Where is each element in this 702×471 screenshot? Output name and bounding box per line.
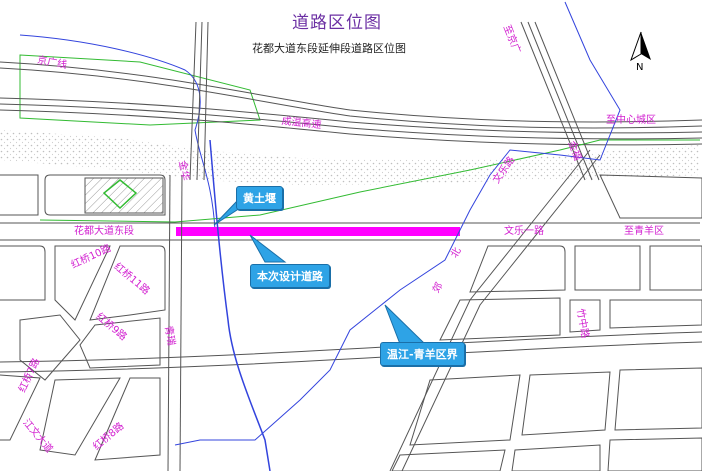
diagonal-road-east: [389, 149, 601, 471]
label-jinghua-donglu: 金华: [176, 159, 191, 182]
vertical-road-west: [167, 174, 183, 471]
city-blocks-west: [0, 174, 166, 461]
callout-huangtuyan: 黄土堰: [236, 186, 283, 210]
callout-pointer-project: [249, 234, 287, 263]
label-zhi-qingyang: 至青羊区: [624, 226, 664, 237]
expressway-lines: [0, 61, 702, 146]
river-bank-area: [0, 130, 700, 185]
city-blocks-east: [391, 174, 702, 471]
hatched-block: [84, 177, 164, 214]
project-road: [176, 227, 460, 236]
district-boundary-line: [174, 1, 621, 446]
bridge-right: [520, 21, 600, 181]
diamond-marker: [102, 179, 138, 210]
railway-bridge-left: [189, 21, 209, 181]
north-arrow-icon: [630, 31, 651, 62]
lower-road: [0, 331, 702, 373]
green-area-outline: [19, 54, 261, 126]
callout-boundary: 温江-青羊区界: [380, 342, 465, 366]
label-zhi-zhongxin: 至中心城区: [606, 115, 656, 126]
map-subtitle: 花都大道东段延伸段道路区位图: [252, 42, 406, 55]
callout-project-road: 本次设计道路: [250, 264, 330, 288]
label-wenle-yilu: 文乐一路: [504, 226, 544, 237]
map-title: 道路区位图: [292, 13, 382, 33]
label-huadu-dadao: 花都大道东段: [74, 226, 134, 237]
label-gaoxin: 青瑞: [162, 324, 177, 347]
green-line-north: [39, 139, 700, 223]
main-road-edges: [0, 222, 700, 241]
railway-line: [19, 34, 216, 231]
north-label: N: [636, 62, 644, 73]
callout-pointer-boundary: [384, 304, 427, 345]
stream-line: [209, 139, 271, 471]
